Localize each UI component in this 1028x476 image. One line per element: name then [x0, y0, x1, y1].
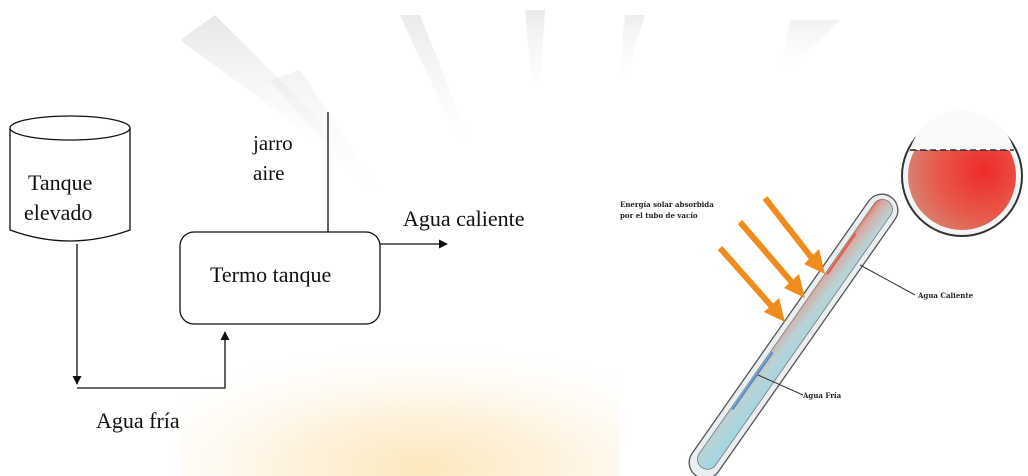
solar-energy-arrows: [717, 196, 825, 322]
cold-water-callout-label: Agua Fría: [802, 391, 842, 400]
cold-water-callout-line: [757, 374, 804, 396]
cold-water-label: Agua fría: [96, 408, 180, 433]
background-sunburst: [180, 10, 840, 476]
hot-water-label: Agua caliente: [403, 206, 525, 231]
vent-label-line2: aire: [253, 161, 284, 185]
vacuum-tube-illustration: Energía solar absorbida por el tubo de v…: [620, 110, 1023, 476]
storage-tank-ball: [901, 110, 1023, 237]
solar-energy-label-line1: Energía solar absorbida: [620, 200, 714, 209]
flow-diagram: Tanque elevado jarro aire Termo tanque A…: [9, 112, 525, 433]
orange-arrow-3: [762, 196, 825, 274]
hot-water-callout-line: [859, 264, 916, 296]
vacuum-tube: [688, 193, 899, 476]
vent-label-line1: jarro: [252, 131, 293, 155]
elevated-tank: Tanque elevado: [9, 115, 131, 242]
thermo-tank: Termo tanque: [179, 231, 381, 325]
cold-water-pipe: [72, 244, 230, 389]
orange-arrow-1: [717, 246, 785, 322]
hot-water-callout-label: Agua Caliente: [917, 291, 974, 300]
orange-arrow-2: [737, 220, 805, 298]
solar-energy-label-line2: por el tubo de vacío: [620, 211, 698, 220]
thermo-tank-label: Termo tanque: [210, 262, 331, 287]
tank-label-line1: Tanque: [28, 170, 92, 195]
tank-label-line2: elevado: [24, 200, 92, 225]
